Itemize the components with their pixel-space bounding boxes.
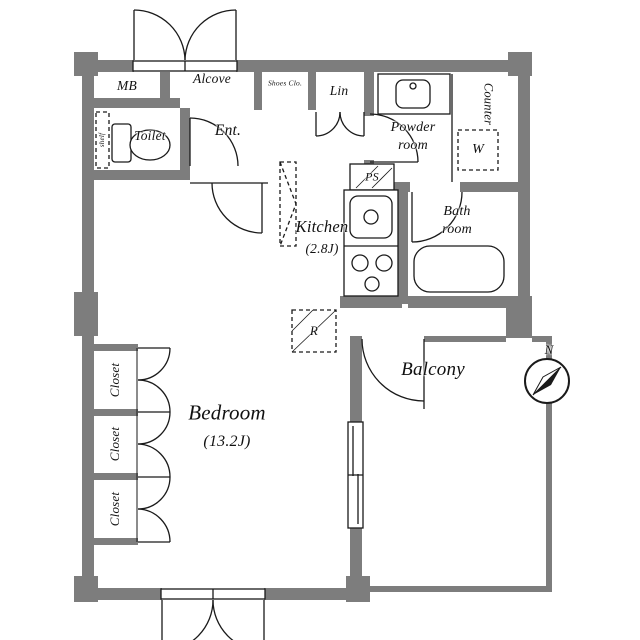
label-closet-3: Closet [107, 491, 122, 527]
label-toilet: Toilet [134, 128, 166, 143]
label-closet-1: Closet [107, 362, 122, 398]
bedroom-south-double-door [160, 588, 266, 640]
label-pipe-space: PS [365, 169, 379, 184]
outer-wall-top-left [82, 60, 134, 72]
label-bedroom-size: (13.2J) [203, 433, 251, 450]
compass [524, 358, 570, 404]
toilet-tank [111, 123, 132, 163]
wall-powder-bottom-right [460, 182, 530, 192]
label-counter: Counter [481, 82, 496, 126]
label-powder-room-1: Powder [390, 120, 436, 135]
wall-shoes-linen-divider [308, 72, 316, 110]
entrance-double-door [132, 9, 238, 72]
stove-burner-2 [375, 254, 393, 272]
wall-kitchen-bath [398, 192, 408, 304]
bathtub [413, 245, 505, 293]
hall-door [211, 182, 263, 234]
stove-burner-3 [364, 276, 380, 292]
toilet-fixture [95, 111, 171, 169]
label-mb: MB [117, 78, 137, 93]
kitchen-counter [343, 189, 399, 297]
label-washer: W [472, 142, 484, 157]
wall-shoes-left [254, 72, 262, 110]
closet-stub-1 [94, 344, 138, 351]
outer-wall-top-right [236, 60, 530, 72]
wall-toilet-top [94, 98, 180, 108]
balcony-door [361, 338, 425, 409]
label-shelf: shelf [98, 132, 106, 148]
outer-wall-bottom-left [82, 588, 162, 600]
label-north: N [544, 342, 554, 357]
closet-stub-2 [94, 409, 138, 416]
label-bath-room-1: Bath [443, 204, 471, 219]
closet-stub-4 [94, 538, 138, 545]
balcony-sliding-window [347, 421, 364, 529]
bath-door [411, 191, 463, 243]
label-powder-room-2: room [398, 138, 428, 153]
wall-powder-bottom-left [392, 182, 410, 192]
label-closet-2: Closet [107, 426, 122, 462]
label-bath-room-2: room [442, 222, 472, 237]
linen-doors [315, 111, 365, 137]
wall-toilet-right [180, 108, 190, 180]
closet-stub-3 [94, 473, 138, 480]
wall-bath-bottom [408, 296, 530, 308]
balcony-parapet [362, 336, 552, 592]
wall-powder-left-upper [364, 72, 374, 116]
stove-burner-1 [351, 254, 369, 272]
toilet-bowl [129, 129, 171, 161]
label-kitchen: Kitchen [295, 217, 349, 236]
kitchen-folding-door [279, 161, 297, 247]
label-bedroom: Bedroom [188, 400, 266, 425]
outer-wall-left [82, 60, 94, 600]
wall-kitchen-bottom [340, 296, 402, 308]
label-alcove: Alcove [193, 71, 231, 86]
compass-needle-light [532, 366, 562, 396]
wall-toilet-bottom [94, 170, 180, 180]
label-entrance: Ent. [214, 122, 242, 139]
walls [74, 52, 532, 602]
label-balcony: Balcony [401, 359, 465, 380]
label-refrigerator: R [309, 323, 319, 338]
label-shoes-closet: Shoes Clo. [267, 78, 303, 88]
powder-room-door [369, 113, 419, 163]
refrigerator-space [291, 309, 337, 353]
sink-drain [363, 209, 379, 225]
washer-space [457, 129, 499, 171]
powder-vanity [377, 73, 451, 115]
outer-wall-bottom-right [264, 588, 368, 600]
kitchen-sink [349, 195, 393, 239]
wall-bedroom-right-lower [350, 528, 362, 588]
wall-bedroom-right-upper [350, 336, 362, 422]
toilet-door [189, 117, 239, 167]
wall-mb-right [160, 72, 170, 106]
closet-doors [136, 347, 171, 543]
label-linen: Lin [329, 83, 349, 98]
label-kitchen-size: (2.8J) [305, 241, 339, 256]
